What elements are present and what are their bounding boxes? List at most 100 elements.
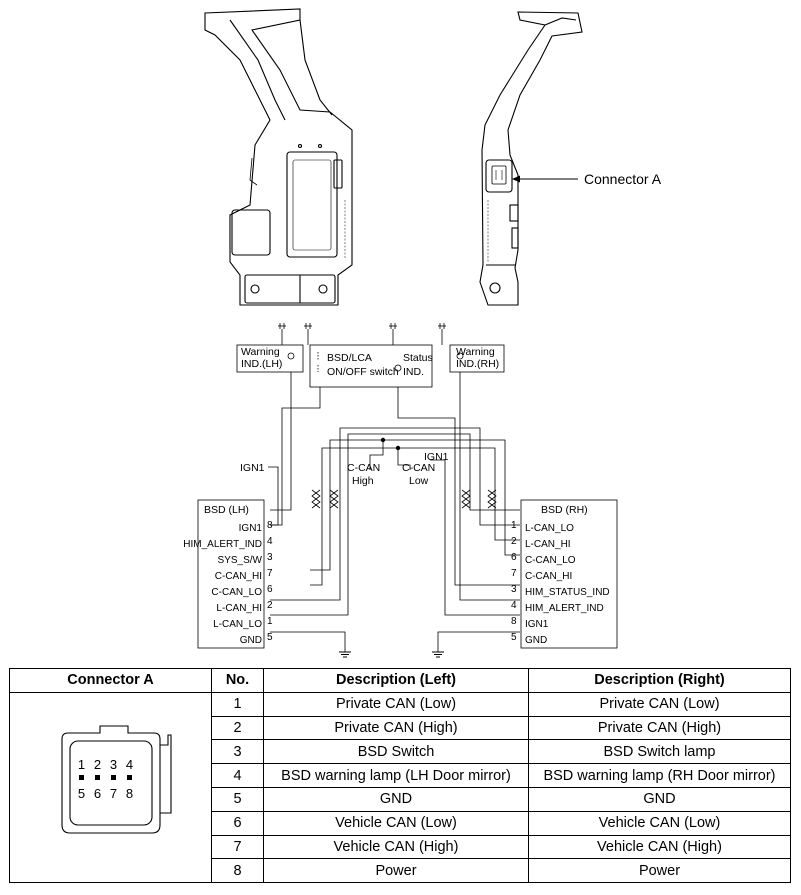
bsd-lh-pin-number: 4	[267, 536, 273, 547]
description-left: Private CAN (Low)	[263, 691, 529, 717]
bsd-rh-pin-number: 4	[511, 600, 517, 611]
connector-pin-table: Connector A No. Description (Left) Descr…	[9, 668, 791, 884]
description-right: Power	[528, 858, 791, 884]
description-right: Private CAN (High)	[528, 715, 791, 741]
status-label-1: Status	[403, 352, 433, 364]
bsd-rh-pin-name: C-CAN_LO	[525, 555, 576, 566]
bsd-lh-pin-number: 8	[267, 520, 273, 531]
description-left: Power	[263, 858, 529, 884]
pin-label-6: 6	[94, 786, 101, 801]
bsd-lh-pin-number: 6	[267, 584, 273, 595]
bsd-rh-pin-name: L-CAN_LO	[525, 523, 574, 534]
bsd-module-left-drawing	[204, 8, 353, 306]
warning-rh-label-2: IND.(RH)	[456, 358, 499, 370]
pin-label-1: 1	[78, 757, 85, 772]
bsd-lh-pin-number: 5	[267, 632, 273, 643]
table-row: 5 GND GND	[10, 786, 791, 812]
description-right: BSD warning lamp (RH Door mirror)	[528, 763, 791, 788]
bsd-rh-pin-number: 6	[511, 552, 517, 563]
schematic	[197, 322, 618, 658]
ign1-left-label: IGN1	[240, 462, 265, 474]
pin-number: 4	[211, 763, 264, 788]
bsd-rh-title: BSD (RH)	[541, 504, 588, 516]
bsd-rh-pin-name: IGN1	[525, 619, 549, 630]
description-right: Vehicle CAN (High)	[528, 834, 791, 860]
table-row: 1 2 3 4 5 6 7 8 1 Private CAN (Low) Priv…	[9, 691, 791, 884]
warning-lh-label-2: IND.(LH)	[241, 358, 282, 370]
bsd-rh-pin-number: 7	[511, 568, 517, 579]
description-right: BSD Switch lamp	[528, 739, 791, 765]
pin-label-7: 7	[110, 786, 117, 801]
bsd-lh-pin-name: L-CAN_HI	[216, 603, 262, 614]
pin-number: 7	[211, 834, 264, 860]
pin-number: 8	[211, 858, 264, 884]
description-left: Vehicle CAN (Low)	[263, 810, 529, 836]
bsd-rh-pin-name: L-CAN_HI	[525, 539, 571, 550]
pin-label-3: 3	[110, 757, 117, 772]
bsd-lh-pin-number: 3	[267, 552, 273, 563]
pin-label-2: 2	[94, 757, 101, 772]
connector-a-illustration: 1 2 3 4 5 6 7 8	[9, 691, 212, 884]
bsd-lh-title: BSD (LH)	[204, 504, 249, 516]
description-right: Private CAN (Low)	[528, 691, 791, 717]
bsd-lh-pin-name: SYS_S/W	[218, 555, 263, 566]
pin-number: 5	[211, 786, 264, 812]
bsd-rh-pin-number: 1	[511, 520, 517, 531]
status-label-2: IND.	[403, 366, 424, 378]
description-left: Private CAN (High)	[263, 715, 529, 741]
pin-number: 1	[211, 691, 264, 717]
wiring-diagram: Connector A	[183, 8, 662, 658]
ccan-high-label-2: High	[352, 475, 374, 487]
table-row: 4 BSD warning lamp (LH Door mirror) BSD …	[10, 763, 791, 788]
bsd-rh-pin-number: 8	[511, 616, 517, 627]
bsd-rh-pin-name: HIM_STATUS_IND	[525, 587, 610, 598]
pin-number: 3	[211, 739, 264, 765]
header-connector: Connector A	[9, 668, 212, 693]
switch-label-2: ON/OFF switch	[327, 366, 399, 378]
bsd-lh-pin-number: 1	[267, 616, 273, 627]
pin-label-5: 5	[78, 786, 85, 801]
warning-lh-label-1: Warning	[241, 346, 280, 358]
header-no: No.	[211, 668, 264, 693]
header-description-right: Description (Right)	[528, 668, 791, 693]
pin-number: 2	[211, 715, 264, 741]
table-header-row: Connector A No. Description (Left) Descr…	[9, 668, 791, 693]
bsd-rh-pin-number: 5	[511, 632, 517, 643]
ccan-low-label-1: C-CAN	[402, 462, 435, 474]
description-left: GND	[263, 786, 529, 812]
bsd-lh-pin-name: HIM_ALERT_IND	[183, 539, 262, 550]
bsd-lh-pin-name: C-CAN_HI	[215, 571, 262, 582]
table-row: 2 Private CAN (High) Private CAN (High)	[10, 715, 791, 741]
switch-label-1: BSD/LCA	[327, 352, 372, 364]
pin-number: 6	[211, 810, 264, 836]
bsd-lh-pin-name: IGN1	[239, 523, 263, 534]
connector-pin-grid: 1 2 3 4 5 6 7 8	[78, 757, 133, 801]
bsd-lh-pin-name: GND	[240, 635, 262, 646]
description-left: Vehicle CAN (High)	[263, 834, 529, 860]
description-right: GND	[528, 786, 791, 812]
header-description-left: Description (Left)	[263, 668, 529, 693]
bsd-module-right-drawing	[479, 11, 583, 306]
bsd-rh-pin-number: 2	[511, 536, 517, 547]
description-left: BSD warning lamp (LH Door mirror)	[263, 763, 529, 788]
table-row: 8 Power Power	[10, 858, 791, 884]
table-row: 6 Vehicle CAN (Low) Vehicle CAN (Low)	[10, 810, 791, 836]
bsd-rh-pin-name: GND	[525, 635, 547, 646]
connector-a-callout: Connector A	[584, 171, 662, 187]
bsd-lh-pin-number: 2	[267, 600, 273, 611]
warning-rh-label-1: Warning	[456, 346, 495, 358]
ccan-low-label-2: Low	[409, 475, 429, 487]
bsd-lh-pin-name: C-CAN_LO	[211, 587, 262, 598]
bsd-lh-pin-name: L-CAN_LO	[213, 619, 262, 630]
pin-label-4: 4	[126, 757, 133, 772]
description-left: BSD Switch	[263, 739, 529, 765]
bsd-rh-pin-name: C-CAN_HI	[525, 571, 572, 582]
ign1-right-label: IGN1	[424, 451, 449, 463]
bsd-lh-pin-number: 7	[267, 568, 273, 579]
table-row: 3 BSD Switch BSD Switch lamp	[10, 739, 791, 765]
description-right: Vehicle CAN (Low)	[528, 810, 791, 836]
table-row: 7 Vehicle CAN (High) Vehicle CAN (High)	[10, 834, 791, 860]
bsd-rh-pin-number: 3	[511, 584, 517, 595]
ccan-high-label-1: C-CAN	[347, 462, 380, 474]
bsd-rh-pin-name: HIM_ALERT_IND	[525, 603, 604, 614]
